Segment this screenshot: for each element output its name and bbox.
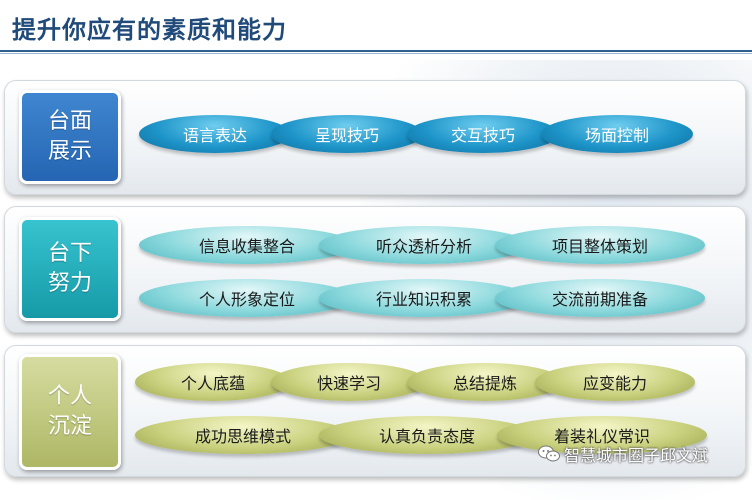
chat-bubble-icon [538, 445, 560, 463]
skill-pill: 呈现技巧 [271, 115, 423, 153]
skill-pill: 认真负责态度 [319, 416, 535, 454]
skill-pill: 听众透析分析 [319, 226, 529, 264]
skill-pill: 行业知识积累 [319, 279, 529, 317]
watermark-text: 智慧城市圈子邱文斌 [564, 446, 709, 465]
skill-pill: 着装礼仪常识 [497, 416, 707, 454]
section-panel-stage: 台面 展示 语言表达 呈现技巧 交互技巧 场面控制 [4, 80, 746, 195]
skill-pill: 交互技巧 [407, 115, 559, 153]
skill-pill: 应变能力 [535, 363, 695, 401]
category-label-prep: 台下 努力 [19, 217, 121, 321]
section-panel-growth: 个人 沉淀 个人底蕴 快速学习 总结提炼 应变能力 成功思维模式 认真负责态度 … [4, 345, 746, 477]
watermark: 智慧城市圈子邱文斌 [538, 442, 708, 466]
page-title: 提升你应有的素质和能力 [12, 16, 287, 44]
skill-pill: 成功思维模式 [135, 416, 351, 454]
title-divider-thin [0, 53, 752, 54]
category-label-growth: 个人 沉淀 [19, 354, 121, 470]
skill-pill: 个人底蕴 [135, 363, 291, 401]
skill-pill: 场面控制 [541, 115, 693, 153]
title-divider [0, 50, 752, 52]
skill-pill: 快速学习 [271, 363, 427, 401]
section-panel-prep: 台下 努力 信息收集整合 听众透析分析 项目整体策划 个人形象定位 行业知识积累… [4, 206, 746, 333]
skill-pill: 交流前期准备 [495, 279, 705, 317]
skill-pill: 语言表达 [139, 115, 291, 153]
skill-pill: 项目整体策划 [495, 226, 705, 264]
category-label-stage: 台面 展示 [19, 90, 121, 184]
